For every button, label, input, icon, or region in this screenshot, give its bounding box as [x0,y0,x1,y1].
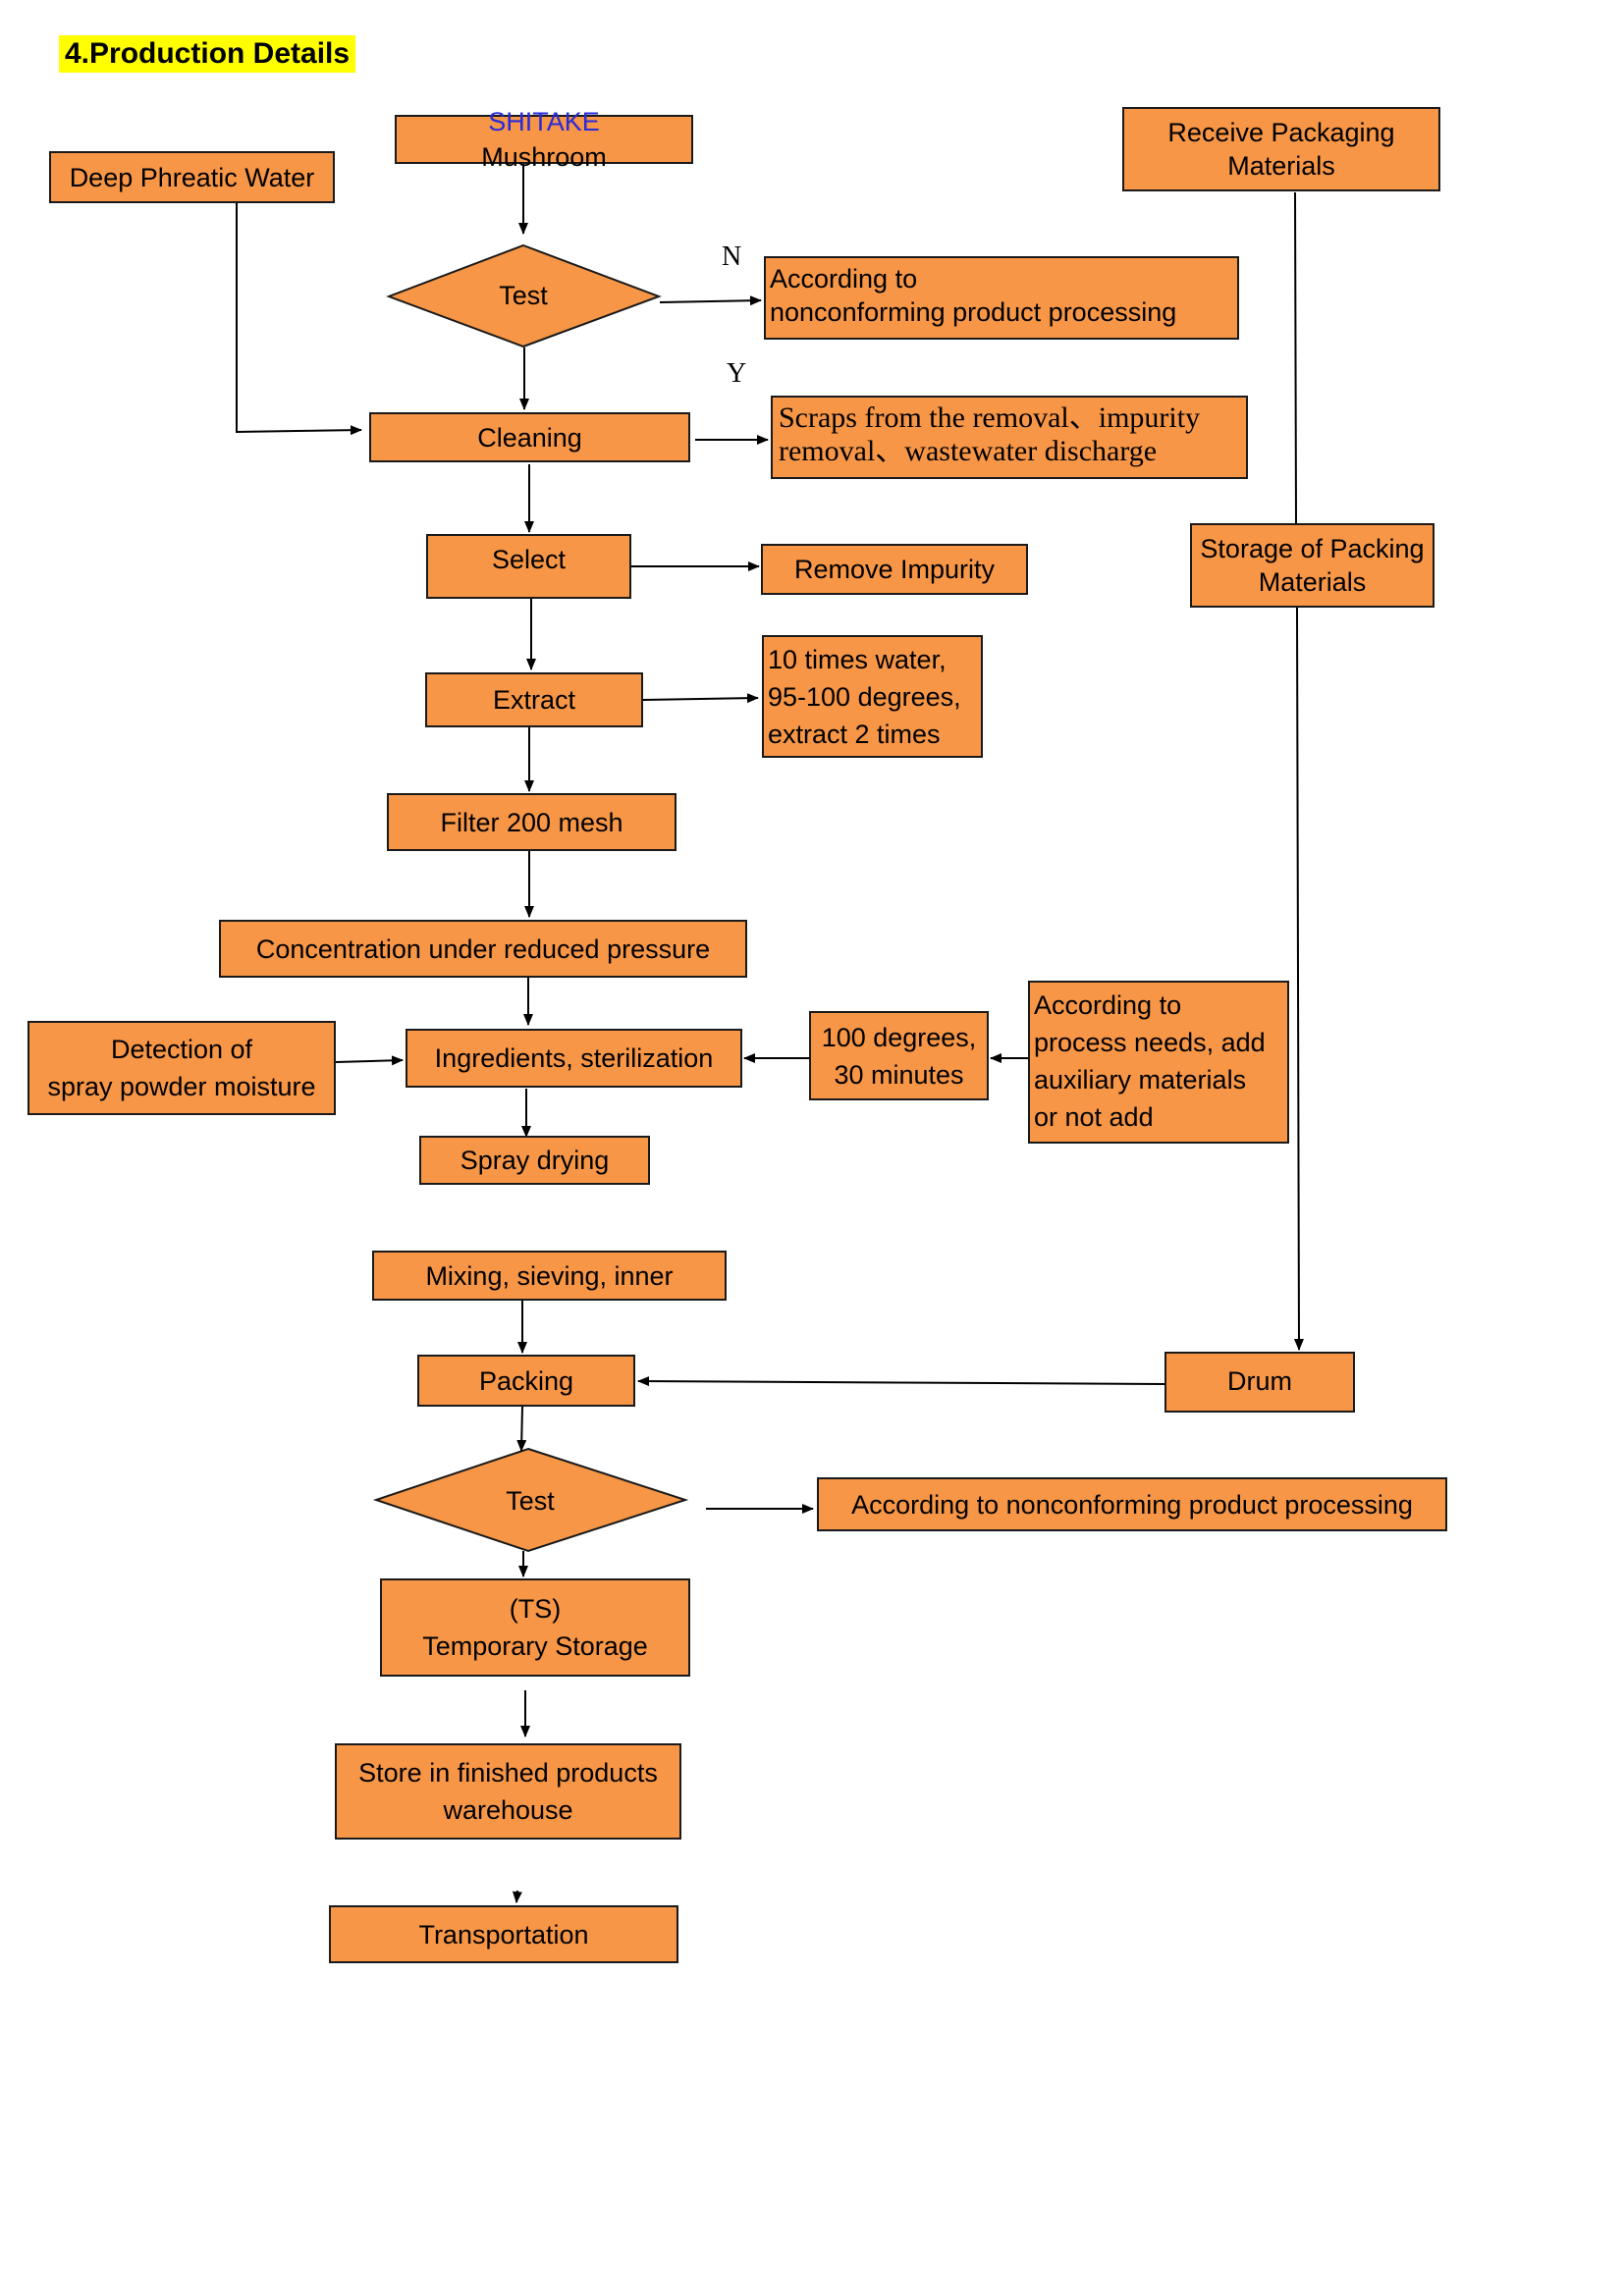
finished-warehouse-box: Store in finished products warehouse [335,1743,681,1840]
nonconforming-box-1: According to nonconforming product proce… [764,256,1239,340]
transportation-box: Transportation [329,1905,678,1963]
arrow-store-transport [512,1890,522,1903]
receive-packaging-box: Receive Packaging Materials [1122,107,1440,191]
temp-note-box: 100 degrees, 30 minutes [809,1011,989,1100]
storage-packing-box: Storage of Packing Materials [1190,523,1435,608]
arrow-test-nonconf [659,295,762,306]
arrow-drum-packing [637,1376,1165,1387]
arrow-storage-drum [1293,607,1304,1351]
storage-packing-line1: Storage of Packing [1200,534,1425,563]
nonconforming-1-line1: According to [770,264,918,294]
drum-box: Drum [1164,1352,1355,1413]
nonconforming-box-2: According to nonconforming product proce… [817,1477,1447,1531]
concentration-box: Concentration under reduced pressure [219,920,747,978]
receive-packaging-line2: Materials [1227,151,1335,181]
remove-impurity-label: Remove Impurity [793,555,996,584]
shitake-label: SHITAKE [488,107,600,136]
filter-box: Filter 200 mesh [387,793,677,851]
ts-line1: (TS) [509,1594,562,1624]
auxiliary-line1: According to [1034,990,1182,1020]
scraps-line1: Scraps from the removal、impurity [779,401,1201,434]
ingredients-box: Ingredients, sterilization [406,1029,742,1088]
test1-diamond [386,243,662,348]
detection-line2: spray powder moisture [47,1072,316,1101]
extract-box: Extract [425,672,643,727]
packing-box: Packing [417,1355,635,1407]
auxiliary-line4: or not add [1034,1102,1154,1132]
ts-line2: Temporary Storage [422,1631,648,1661]
extract-note-line2: 95-100 degrees, [768,682,961,712]
yes-label: Y [727,358,747,389]
line-receive-storage [1294,191,1297,525]
nonconforming-2-label: According to nonconforming product proce… [851,1489,1413,1520]
packing-label: Packing [478,1365,574,1396]
drum-label: Drum [1227,1366,1292,1396]
cleaning-box: Cleaning [369,412,690,462]
ingredients-label: Ingredients, sterilization [434,1043,714,1073]
scraps-box: Scraps from the removal、impurity removal… [771,396,1248,479]
select-label: Select [491,545,567,574]
mixing-label: Mixing, sieving, inner [425,1260,674,1291]
test2-diamond [372,1447,689,1553]
test2-label: Test [506,1486,555,1516]
warehouse-line1: Store in finished products [358,1758,658,1788]
extract-note-line1: 10 times water, [768,645,947,674]
deep-water-box: Deep Phreatic Water [49,151,335,203]
temp-note-line2: 30 minutes [834,1059,964,1090]
nonconforming-1-line2: nonconforming product processing [770,297,1177,327]
scraps-line2: removal、wastewater discharge [779,435,1158,467]
extract-note-line3: extract 2 times [768,720,941,749]
shitake-mushroom-box: SHITAKE Mushroom [395,107,693,172]
deep-water-label: Deep Phreatic Water [69,162,315,192]
arrow-extract-note [642,693,759,704]
concentration-label: Concentration under reduced pressure [255,934,711,964]
storage-packing-line2: Materials [1258,567,1367,597]
receive-packaging-line1: Receive Packaging [1167,118,1395,147]
temporary-storage-box: (TS) Temporary Storage [380,1578,690,1677]
mixing-box: Mixing, sieving, inner [372,1251,727,1301]
test1-label: Test [499,281,548,310]
extract-label: Extract [492,685,576,715]
section-title: 4.Production Details [59,35,356,73]
spray-drying-box: Spray drying [419,1136,650,1185]
select-box: Select [426,534,631,599]
spray-drying-label: Spray drying [460,1146,610,1175]
detection-box: Detection of spray powder moisture [27,1021,336,1115]
no-label: N [722,241,742,272]
detection-line1: Detection of [110,1035,253,1064]
temp-note-line1: 100 degrees, [821,1022,977,1052]
mushroom-label: Mushroom [481,142,607,172]
auxiliary-line2: process needs, add [1034,1028,1266,1057]
arrow-water-cleaning [236,203,362,436]
remove-impurity-box: Remove Impurity [761,544,1028,595]
filter-label: Filter 200 mesh [440,807,623,837]
arrow-packing-test [516,1406,527,1452]
auxiliary-line3: auxiliary materials [1034,1065,1247,1095]
auxiliary-box: According to process needs, add auxiliar… [1028,981,1289,1144]
extract-note-box: 10 times water, 95-100 degrees, extract … [762,635,983,758]
cleaning-label: Cleaning [477,422,582,453]
warehouse-line2: warehouse [443,1795,573,1825]
arrow-detection-ingredients [335,1055,404,1066]
transportation-label: Transportation [418,1919,589,1949]
